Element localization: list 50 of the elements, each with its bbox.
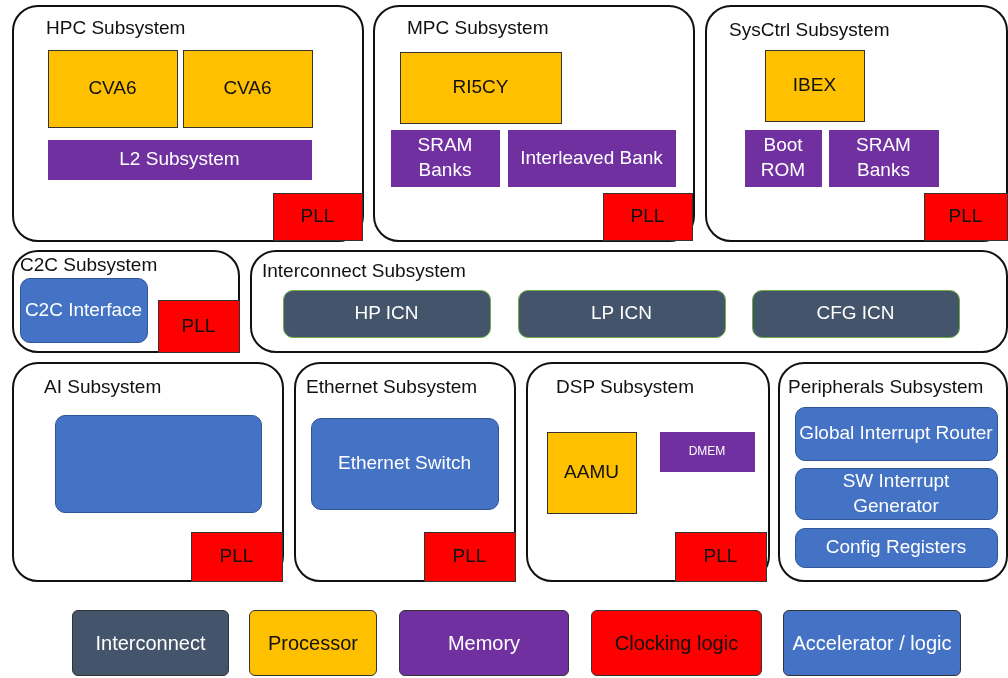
accelerator-block: Global Interrupt Router xyxy=(794,406,998,461)
subsystem-panel xyxy=(294,362,516,582)
processor-block: RI5CY xyxy=(399,51,562,124)
legend-label: Memory xyxy=(447,631,521,655)
interconnect-block: CFG ICN xyxy=(751,289,960,338)
processor-block: CVA6 xyxy=(182,49,313,128)
subsystem-panel xyxy=(373,5,695,242)
panel-title: DSP Subsystem xyxy=(556,376,694,398)
processor-block: IBEX xyxy=(764,49,865,122)
subsystem-panel xyxy=(12,250,240,353)
legend-label: Processor xyxy=(268,631,358,655)
pll-block: PLL xyxy=(423,531,516,582)
accelerator-block: Ethernet Switch xyxy=(310,417,499,510)
memory-block: SRAM Banks xyxy=(390,129,500,187)
panel-title: Interconnect Subsystem xyxy=(262,260,466,282)
pll-block: PLL xyxy=(272,192,363,241)
accelerator-block: SW Interrupt Generator xyxy=(794,467,998,520)
panel-title: Peripherals Subsystem xyxy=(788,376,984,398)
pll-block: PLL xyxy=(157,299,240,353)
subsystem-panel xyxy=(778,362,1008,582)
panel-title: MPC Subsystem xyxy=(407,17,549,39)
memory-block: Boot ROM xyxy=(744,129,822,187)
interconnect-block: HP ICN xyxy=(282,289,491,338)
subsystem-panel xyxy=(526,362,770,582)
accelerator-block: C2C Interface xyxy=(19,277,148,343)
subsystem-panel xyxy=(12,5,364,242)
memory-block: SRAM Banks xyxy=(828,129,939,187)
panel-title: HPC Subsystem xyxy=(46,17,186,39)
pll-block: PLL xyxy=(923,192,1008,241)
memory-block: DMEM xyxy=(659,431,755,472)
panel-title: SysCtrl Subsystem xyxy=(729,19,890,41)
pll-block: PLL xyxy=(674,531,767,582)
processor-block: CVA6 xyxy=(47,49,178,128)
memory-block: L2 Subsystem xyxy=(47,139,312,180)
processor-block: AAMU xyxy=(546,431,637,514)
subsystem-panel xyxy=(250,250,1008,353)
panel-title: Ethernet Subsystem xyxy=(306,376,478,398)
legend-label: Accelerator / logic xyxy=(792,631,952,655)
panel-title: AI Subsystem xyxy=(44,376,162,398)
pll-block: PLL xyxy=(190,531,283,582)
accelerator-block: Config Registers xyxy=(794,527,998,568)
legend-label: Clocking logic xyxy=(614,631,739,655)
panel-title: C2C Subsystem xyxy=(20,254,158,276)
accelerator-block xyxy=(54,414,262,513)
subsystem-panel xyxy=(12,362,284,582)
pll-block: PLL xyxy=(602,192,693,241)
memory-block: Interleaved Bank xyxy=(507,129,676,187)
legend-label: Interconnect xyxy=(95,631,206,655)
subsystem-panel xyxy=(705,5,1008,242)
interconnect-block: LP ICN xyxy=(517,289,726,338)
